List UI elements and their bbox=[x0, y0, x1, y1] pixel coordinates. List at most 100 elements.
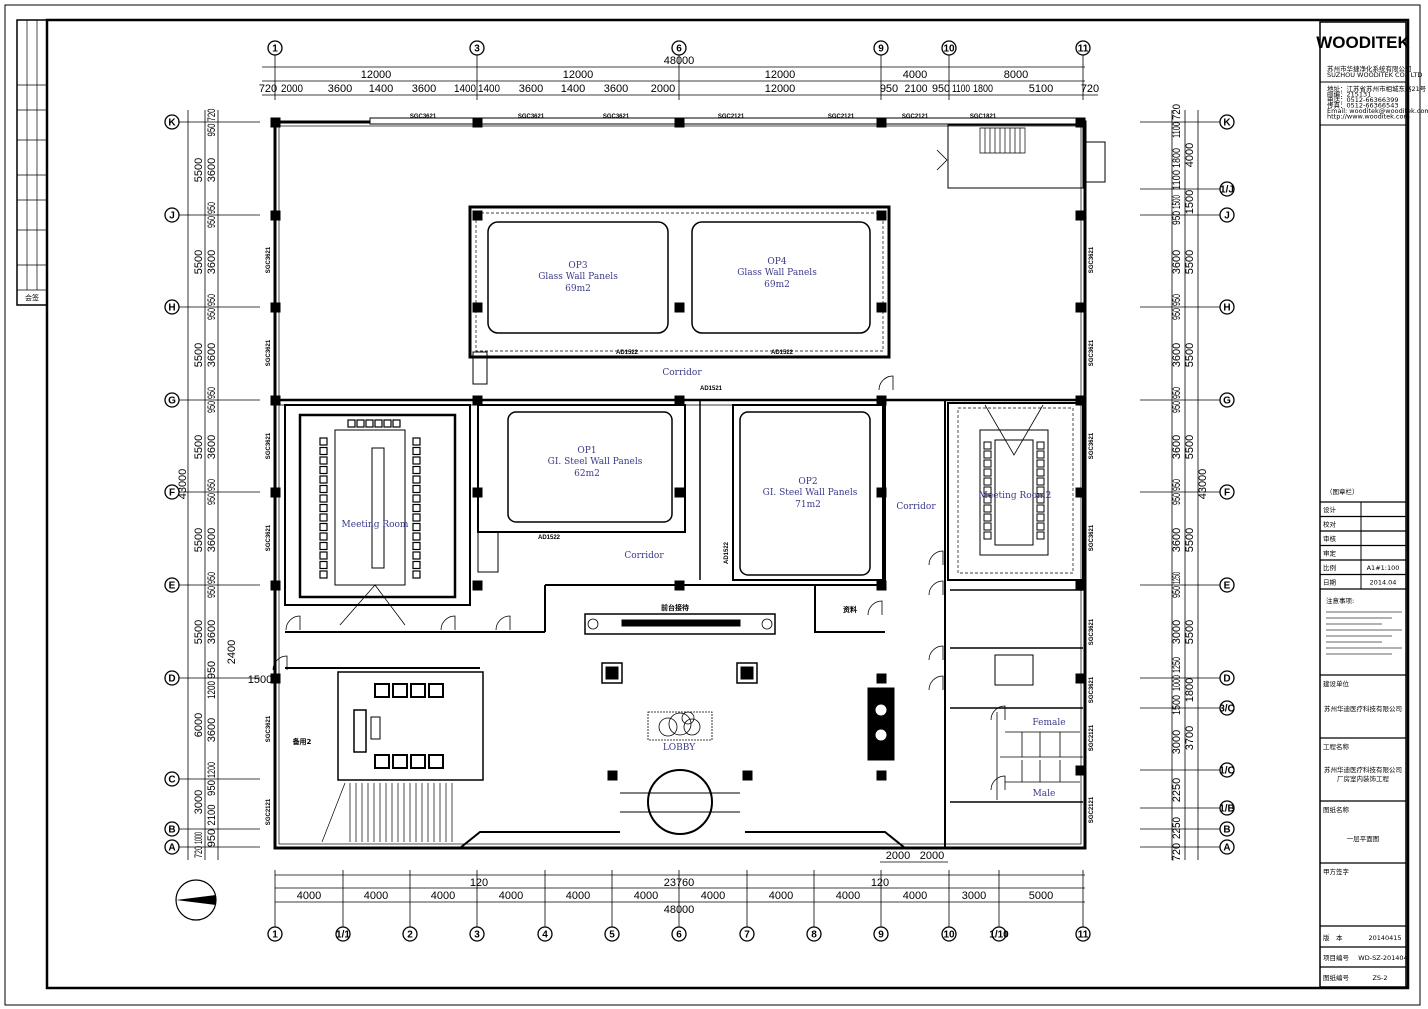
chair bbox=[1036, 450, 1045, 459]
chair bbox=[412, 446, 421, 456]
chair bbox=[983, 531, 992, 540]
dim-left-inner: 950 bbox=[206, 202, 218, 214]
grid-axis-right: 1/J bbox=[1220, 185, 1234, 196]
drawing-number-value: ZS-2 bbox=[1372, 974, 1387, 982]
chair bbox=[983, 450, 992, 459]
chair bbox=[412, 551, 421, 560]
dim-right-mid: 4000 bbox=[1184, 143, 1196, 167]
chair bbox=[412, 494, 421, 503]
window-tag-right: SGC3621 bbox=[1089, 524, 1095, 551]
grid-axis-right: 1/C bbox=[1219, 766, 1235, 777]
grid-axis-bottom: 1/10 bbox=[989, 930, 1009, 941]
column bbox=[607, 770, 618, 781]
door-swing[interactable] bbox=[272, 655, 288, 671]
door-swing[interactable] bbox=[495, 615, 511, 631]
door-swing[interactable] bbox=[928, 580, 944, 596]
meeting2-chairs bbox=[983, 441, 1045, 540]
chair bbox=[983, 477, 992, 486]
window-tag-right: SGC2121 bbox=[1089, 796, 1095, 823]
door-swing[interactable] bbox=[878, 375, 894, 391]
chair bbox=[412, 484, 421, 494]
dim-top-detail: 950 bbox=[880, 83, 898, 95]
dim-right-inner: 950 bbox=[1171, 294, 1183, 306]
dim-left-inner: 2100 bbox=[206, 805, 218, 826]
grid-axis-bottom: 2 bbox=[407, 930, 413, 941]
chair bbox=[983, 495, 992, 504]
column bbox=[674, 580, 685, 591]
window-tag-top: SGC1821 bbox=[970, 114, 997, 120]
revolving-door[interactable] bbox=[647, 769, 713, 835]
column bbox=[472, 487, 483, 498]
grid-axis-right: G bbox=[1223, 396, 1231, 407]
dim-bottom-detail: 4000 bbox=[836, 890, 860, 902]
dim-top-detail: 3600 bbox=[519, 83, 543, 95]
door-swing[interactable] bbox=[867, 600, 883, 616]
grid-axis-bottom: 1/1 bbox=[336, 930, 350, 941]
chair bbox=[319, 494, 328, 503]
grid-axis-left: H bbox=[168, 303, 175, 314]
chair bbox=[983, 504, 992, 513]
door-swing[interactable] bbox=[440, 615, 456, 631]
dim-right-inner: 2250 bbox=[1171, 817, 1183, 839]
exterior-wall bbox=[273, 120, 1087, 850]
address-line: 邮编：215131 bbox=[1327, 90, 1371, 99]
grid-axis-right: A bbox=[1223, 843, 1230, 854]
door-swing[interactable] bbox=[928, 550, 944, 566]
notes-title: 注意事项: bbox=[1326, 596, 1354, 605]
inner-frame bbox=[45, 18, 1410, 990]
dim-left-inner: 950 bbox=[206, 294, 218, 306]
chair bbox=[319, 437, 328, 446]
lounge bbox=[337, 671, 484, 781]
column bbox=[1075, 210, 1086, 221]
grid-axis-top: 9 bbox=[878, 44, 884, 55]
column bbox=[1075, 765, 1086, 776]
chair bbox=[319, 551, 328, 560]
dim-left-inner: 950 bbox=[206, 387, 218, 399]
door-swing[interactable] bbox=[928, 675, 944, 691]
chair bbox=[319, 456, 328, 465]
dim-top-detail: 950 bbox=[932, 83, 950, 95]
dim-right-inner: 3600 bbox=[1171, 250, 1183, 274]
dim-right-inner: 1250 bbox=[1171, 572, 1183, 584]
chair bbox=[412, 465, 421, 475]
chair bbox=[412, 560, 421, 570]
door-swing[interactable] bbox=[928, 645, 944, 661]
chair bbox=[412, 541, 421, 551]
window-tag-left: SGC3621 bbox=[266, 715, 272, 742]
chair bbox=[412, 532, 421, 541]
dim-top-detail: 720 bbox=[1081, 83, 1099, 95]
dim-top-detail: 2000 bbox=[651, 83, 675, 95]
door-swing[interactable] bbox=[990, 705, 1006, 721]
column bbox=[472, 210, 483, 221]
field-label-approve: 审定 bbox=[1323, 549, 1337, 558]
dim-left-inner: 950 bbox=[206, 780, 218, 796]
dim-top-detail: 1100 bbox=[952, 83, 970, 95]
dim-left-inner: 950 bbox=[206, 124, 218, 137]
dim-bottom-right: 2000 bbox=[920, 850, 944, 862]
structural-columns bbox=[270, 117, 1086, 781]
dim-right-inner: 950 bbox=[1171, 479, 1183, 491]
chair bbox=[392, 419, 401, 428]
stair-bottom-left bbox=[321, 782, 453, 843]
dim-top-detail: 3600 bbox=[328, 83, 352, 95]
room-op4 bbox=[691, 221, 871, 334]
door-swing[interactable] bbox=[285, 615, 301, 631]
dim-right-inner: 1100 bbox=[1171, 170, 1183, 190]
dim-top-detail: 12000 bbox=[765, 83, 796, 95]
column bbox=[270, 117, 281, 128]
op4-type: Glass Wall Panels bbox=[737, 268, 817, 278]
door-swing[interactable] bbox=[990, 775, 1006, 791]
plan bbox=[270, 117, 1106, 850]
grid-axis-bottom: 8 bbox=[811, 930, 817, 941]
op1-name: OP1 bbox=[577, 446, 596, 456]
chair bbox=[412, 503, 421, 513]
chair bbox=[365, 419, 374, 428]
dim-right-inner: 1500 bbox=[1171, 695, 1183, 715]
chair bbox=[983, 441, 992, 450]
dim-bottom-detail: 4000 bbox=[701, 890, 725, 902]
dim-left-outer: 5500 bbox=[193, 620, 205, 644]
column bbox=[876, 395, 887, 406]
address-line: Email: wooditek@wooditek.com bbox=[1327, 107, 1428, 115]
chair bbox=[319, 541, 328, 551]
